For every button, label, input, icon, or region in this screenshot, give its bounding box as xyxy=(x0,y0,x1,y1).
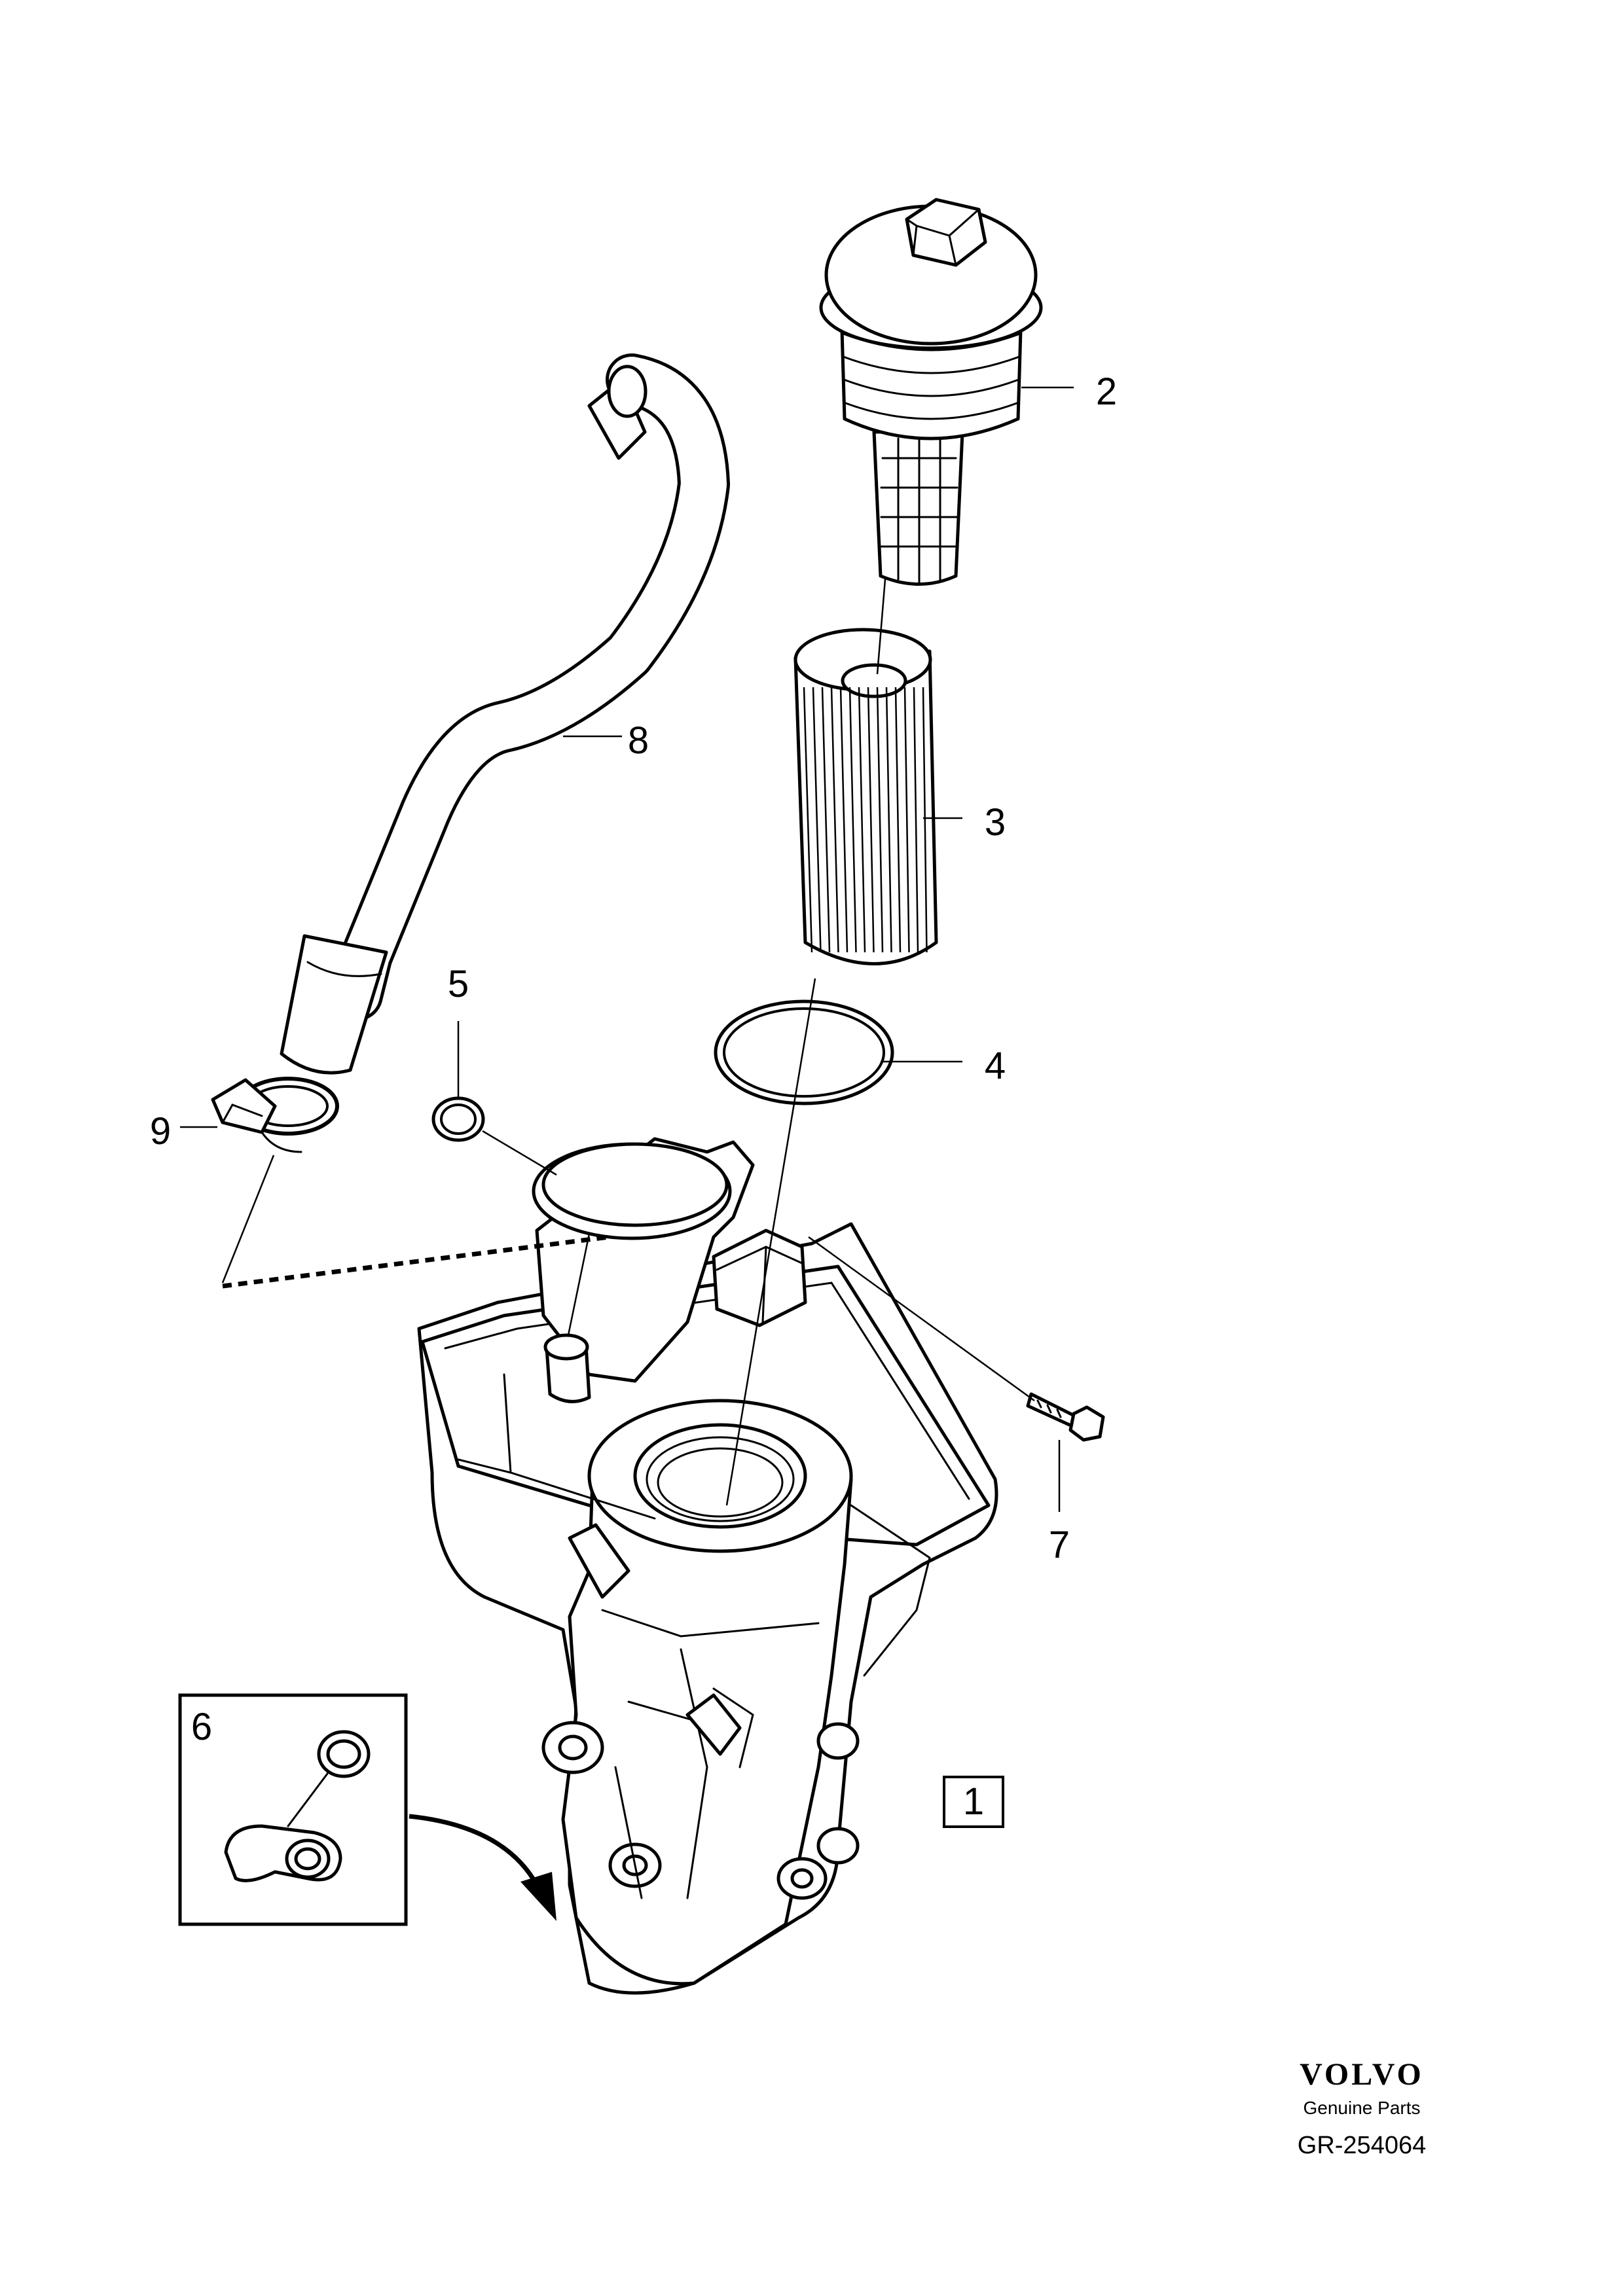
drawing-code: GR-254064 xyxy=(1298,2132,1426,2159)
filter-pleat xyxy=(830,687,839,953)
brand-subtitle: Genuine Parts xyxy=(1304,2098,1421,2118)
filter-pleat xyxy=(812,687,822,953)
housing-bolt xyxy=(1026,1392,1105,1442)
filter-pleat xyxy=(885,687,892,953)
callout-9: 9 xyxy=(150,1110,171,1153)
o-ring xyxy=(714,999,894,1105)
filter-pleat xyxy=(922,687,928,953)
filter-pleat xyxy=(839,687,848,953)
filter-pleat xyxy=(867,687,875,953)
filter-pleat xyxy=(848,687,857,953)
brand-footer: VOLVO Genuine Parts GR-254064 xyxy=(1298,2057,1426,2159)
oil-filter-housing xyxy=(417,1137,998,1995)
small-seal xyxy=(431,1096,485,1142)
breather-hose xyxy=(280,353,730,1075)
callout-3: 3 xyxy=(985,801,1006,844)
filter-pleat xyxy=(903,687,910,953)
filter-pleat xyxy=(913,687,919,953)
hose-clamp xyxy=(211,1077,339,1153)
callout-7: 7 xyxy=(1049,1524,1070,1566)
callout-1-box xyxy=(943,1776,1004,1828)
filter-pleat xyxy=(858,687,866,953)
callout-1: 1 xyxy=(963,1780,984,1823)
callout-numbers: 1 2 3 4 5 6 7 8 9 xyxy=(150,370,1117,1828)
inset-pointer-arrow xyxy=(409,1814,556,1921)
filter-pleat xyxy=(803,687,813,953)
callout-4: 4 xyxy=(985,1045,1006,1087)
callout-6: 6 xyxy=(191,1706,212,1748)
assembly-lines xyxy=(221,579,1035,1506)
callout-2: 2 xyxy=(1096,370,1117,413)
callout-leaders xyxy=(180,386,1074,1512)
filter-pleat xyxy=(894,687,902,953)
brand-logo: VOLVO xyxy=(1300,2057,1424,2092)
oil-filter-element xyxy=(793,628,938,965)
callout-5: 5 xyxy=(448,963,469,1005)
filter-pleat xyxy=(821,687,831,953)
filter-pleat xyxy=(876,687,884,953)
callout-8: 8 xyxy=(628,719,649,762)
seal-kit-inset xyxy=(178,1693,408,1926)
oil-filter-cap xyxy=(819,198,1043,586)
